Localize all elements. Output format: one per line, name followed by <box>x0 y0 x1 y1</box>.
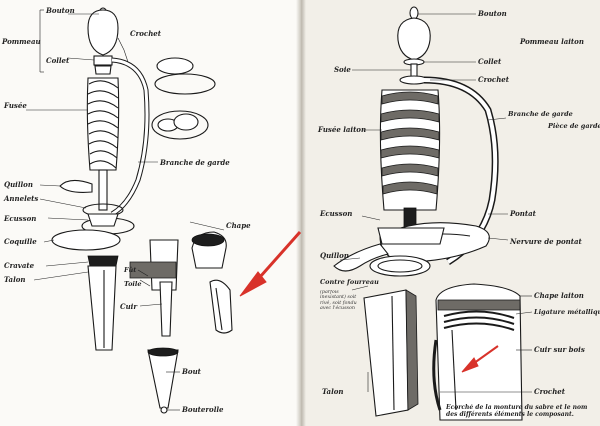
right-label-soie: Soie <box>334 65 351 74</box>
right-label-bouton: Bouton <box>477 9 507 18</box>
right-contre-fourreau-inner <box>377 259 423 273</box>
book-gutter <box>296 0 306 426</box>
right-label-fusee-laiton: Fusée laiton <box>317 125 366 134</box>
right-leader-lines <box>339 13 533 393</box>
right-label-pontat: Pontat <box>509 209 537 218</box>
left-label-collet: Collet <box>46 56 70 65</box>
right-contre-fourreau-shape <box>369 255 431 277</box>
right-scabbard-seam <box>451 329 457 411</box>
left-label-chape: Chape <box>226 221 251 230</box>
right-label-piece-de-garde: Pièce de garde laiton <box>547 122 600 130</box>
left-chape-hook <box>209 279 233 334</box>
right-crochet-hook <box>432 339 442 411</box>
right-note-contre-fourreau-wrap: (parfois inexistant) soit rivé, soit fon… <box>320 290 357 312</box>
left-ring-part-1 <box>156 57 194 75</box>
right-ligature-1 <box>443 310 515 319</box>
right-label-ligature-metallique: Ligature métallique <box>533 308 600 316</box>
right-bouton-shape <box>409 6 419 20</box>
left-collet-shape <box>93 55 113 66</box>
left-bouterolle-shape <box>160 406 168 414</box>
left-quillon-shape <box>59 179 93 193</box>
right-label-cuir-sur-bois: Cuir sur bois <box>534 345 585 354</box>
left-label-cravate: Cravate <box>4 261 35 270</box>
left-labels: Bouton Pommeau Crochet Collet Fusée Bran… <box>1 6 251 414</box>
left-ring-part-5 <box>173 113 199 131</box>
right-blade-fuller <box>391 295 395 411</box>
left-label-talon: Talon <box>4 275 26 284</box>
left-label-bout: Bout <box>181 367 202 376</box>
right-caption: Ecorché de la monture du sabre et le nom… <box>446 404 588 418</box>
left-chape-opening <box>191 233 225 247</box>
right-note-contre-fourreau: (parfois inexistant) soit rivé, soit fon… <box>320 290 357 312</box>
left-label-crochet: Crochet <box>130 29 162 38</box>
left-pommeau-shape <box>87 9 119 56</box>
right-label-collet: Collet <box>478 57 502 66</box>
left-leader-lines <box>26 9 225 411</box>
left-scabbard-toile <box>129 261 177 279</box>
left-sword-hilt-drawing <box>51 7 302 414</box>
right-ligature-2 <box>443 316 515 325</box>
left-label-toile: Toile <box>124 280 142 288</box>
left-branche-inner <box>111 58 149 216</box>
right-label-piece-line: Pièce de garde laiton <box>547 122 600 130</box>
right-blade <box>363 289 409 417</box>
right-quillon-shape <box>333 243 389 272</box>
right-caption-wrap: Ecorché de la monture du sabre et le nom… <box>446 404 588 418</box>
right-chape-band <box>437 299 521 311</box>
right-fusee-ridges <box>380 91 440 195</box>
right-blade-side <box>405 289 419 411</box>
right-label-nervure-de-pontat: Nervure de pontat <box>509 237 582 246</box>
left-ring-part-2 <box>154 73 216 95</box>
left-fusee-spiral <box>87 80 119 169</box>
left-annotation-arrowhead <box>239 271 267 297</box>
right-label-crochet: Crochet <box>478 75 510 84</box>
right-labels: Bouton Pommeau laiton Collet Soie Croche… <box>317 9 600 418</box>
left-chape-hook-line <box>215 287 223 331</box>
left-label-bouton: Bouton <box>45 6 75 15</box>
right-label-branche-line: Branche de garde <box>507 110 573 118</box>
right-annotation-arrowhead <box>461 357 479 373</box>
left-ring-part-3 <box>151 110 209 140</box>
right-label-crochet-bottom: Crochet <box>534 387 566 396</box>
left-label-branche-de-garde: Branche de garde <box>159 158 230 167</box>
left-bout-shape <box>147 349 179 409</box>
right-label-ecusson: Ecusson <box>319 209 352 218</box>
right-label-chape-laiton: Chape laiton <box>534 291 584 300</box>
left-tang <box>98 169 108 211</box>
right-sword-hilt-drawing <box>333 6 523 421</box>
right-pommeau-shape <box>397 17 431 61</box>
right-label-quillon: Quillon <box>320 251 349 260</box>
left-label-cuir: Cuir <box>120 302 138 311</box>
left-collet-ring <box>94 65 112 75</box>
left-ecusson-shape <box>87 213 119 227</box>
right-collet-ring <box>399 75 429 85</box>
left-cravate-shape <box>87 255 119 267</box>
right-label-talon: Talon <box>322 387 344 396</box>
left-bout-opening <box>147 347 179 357</box>
left-coquille-shape <box>51 229 121 251</box>
left-label-annelets: Annelets <box>3 194 38 203</box>
left-label-coquille: Coquille <box>4 237 37 246</box>
right-label-pommeau-laiton: Pommeau laiton <box>519 37 584 46</box>
left-label-ecusson: Ecusson <box>3 214 36 223</box>
right-label-branche-de-garde: Branche de garde <box>507 110 573 118</box>
right-ecusson-shape <box>377 227 445 245</box>
left-label-quillon: Quillon <box>4 180 33 189</box>
left-label-fusee: Fusée <box>3 101 27 110</box>
left-label-bouterolle: Bouterolle <box>181 405 224 414</box>
right-label-contre-fourreau: Contre fourreau <box>320 278 379 286</box>
left-label-fut: Fût <box>123 266 136 274</box>
left-scabbard-cuir <box>159 281 173 337</box>
left-label-pommeau: Pommeau <box>1 37 41 46</box>
left-blade <box>87 265 117 351</box>
right-ligature-3 <box>443 322 515 331</box>
